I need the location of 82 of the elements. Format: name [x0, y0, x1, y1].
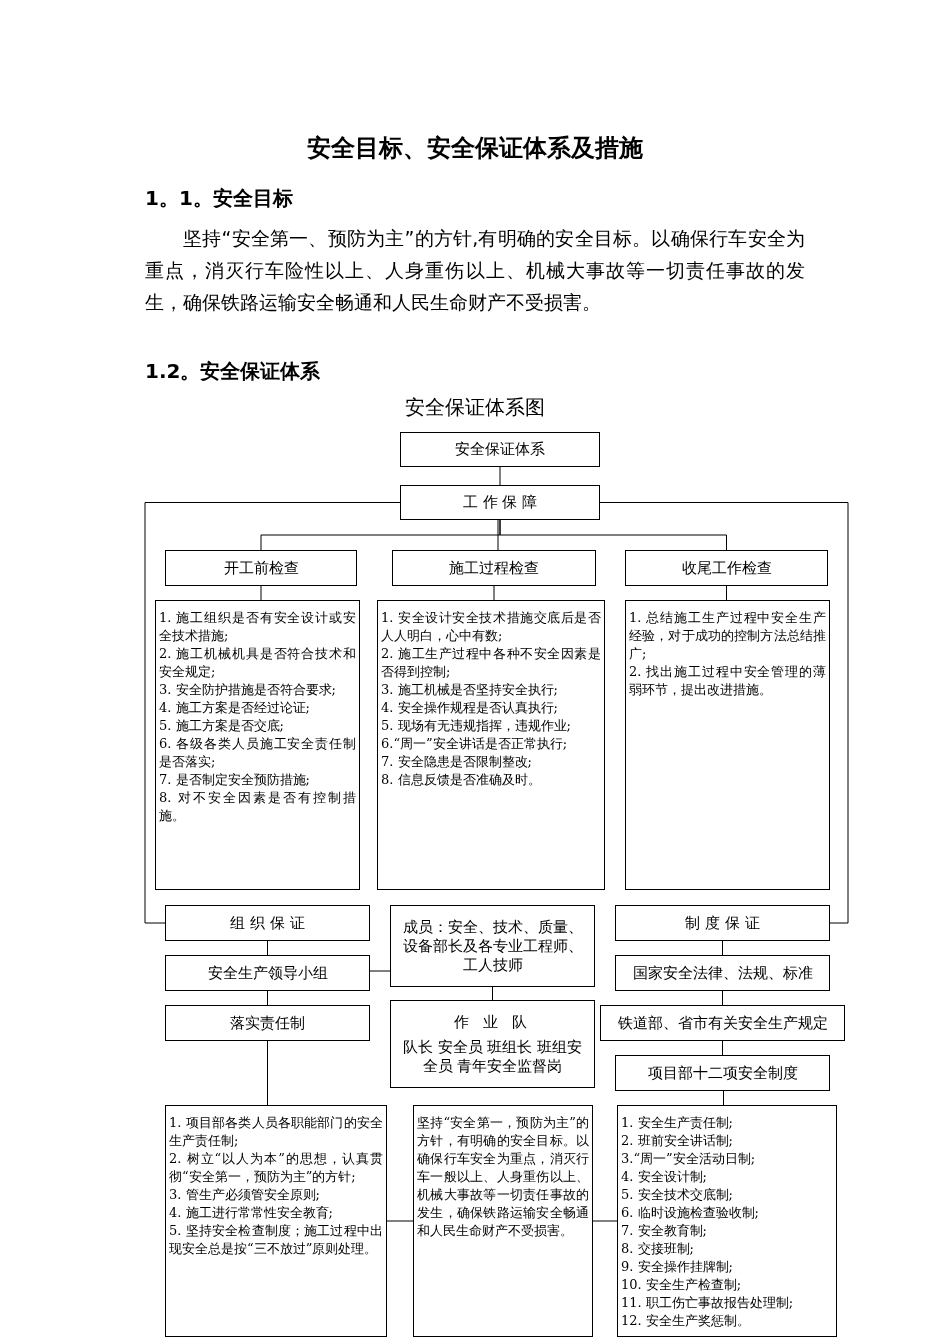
section-heading: 1。1。安全目标: [145, 185, 293, 212]
figure-caption: 安全保证体系图: [404, 394, 546, 421]
list-item: 4. 施工方案是否经过论证;: [159, 699, 311, 717]
list-item: 3. 管生产必须管安全原则;: [169, 1186, 321, 1204]
member-text: 队长 安全员 班组长 班组安全员 青年安全监督岗: [401, 1037, 584, 1076]
body-text: 坚持“安全第一，预防为主”的方针，有明确的安全目标。以确保行车安全为重点，消灭行车一般以上、人身重伤以上、机械大事故等一切责任事故的发生，确保铁路运输安全畅通和人民生命财产不受损害。: [417, 1114, 589, 1240]
connector-line: [599, 502, 849, 924]
list-item: 6.“周一”安全讲话是否正常执行;: [381, 735, 569, 753]
process-box: 安全生产领导小组: [165, 955, 370, 991]
list-item: 8. 交接班制;: [621, 1240, 695, 1258]
list-box: [625, 600, 830, 890]
list-item: 12. 安全生产奖惩制。: [621, 1312, 751, 1330]
list-item: 2. 班前安全讲话制;: [621, 1132, 734, 1150]
list-item: 7. 是否制定安全预防措施;: [159, 771, 311, 789]
list-box: [155, 600, 360, 890]
group-heading: 作 业 队: [453, 1012, 531, 1032]
connector-line: [493, 585, 495, 601]
list-item: 5. 现场有无违规指挥，违规作业;: [381, 717, 572, 735]
list-item: 2. 找出施工过程中安全管理的薄弱环节，提出改进措施。: [629, 663, 826, 699]
process-box: 收尾工作检查: [625, 550, 828, 586]
connector-line: [267, 940, 268, 956]
list-box: [377, 600, 605, 890]
group-box: [390, 1000, 595, 1088]
list-item: 1. 施工组织是否有安全设计或安全技术措施;: [159, 609, 356, 645]
list-item: 2. 施工生产过程中各种不安全因素是否得到控制;: [381, 645, 601, 681]
list-item: 1. 总结施工生产过程中安全生产经验，对于成功的控制方法总结推广;: [629, 609, 826, 663]
process-box: 组 织 保 证: [165, 905, 370, 941]
connector-line: [723, 1090, 724, 1106]
process-box: 成员：安全、技术、质量、设备部长及各专业工程师、工人技师: [390, 905, 595, 987]
connector-line: [722, 940, 723, 956]
list-item: 6. 各级各类人员施工安全责任制是否落实;: [159, 735, 356, 771]
list-item: 5. 安全技术交底制;: [621, 1186, 734, 1204]
list-item: 5. 施工方案是否交底;: [159, 717, 285, 735]
process-box: 施工过程检查: [392, 550, 596, 586]
connector-line: [144, 502, 401, 924]
connector-line: [499, 519, 727, 551]
connector-line: [492, 986, 493, 1001]
list-item: 3. 安全防护措施是否符合要求;: [159, 681, 337, 699]
list-item: 5. 坚持安全检查制度；施工过程中出现安全总是按“三不放过”原则处理。: [169, 1222, 383, 1258]
connector-line: [497, 519, 499, 551]
list-item: 1. 项目部各类人员各职能部门的安全生产责任制;: [169, 1114, 383, 1150]
list-item: 8. 信息反馈是否准确及时。: [381, 771, 542, 789]
process-box: 落实责任制: [165, 1005, 370, 1041]
list-box: [413, 1105, 593, 1337]
list-item: 9. 安全操作挂牌制;: [621, 1258, 734, 1276]
page-title: 安全目标、安全保证体系及措施: [306, 133, 644, 164]
process-box: 安全保证体系: [400, 432, 600, 467]
list-item: 4. 施工进行常常性安全教育;: [169, 1204, 334, 1222]
connector-line: [267, 990, 268, 1006]
list-item: 1. 安全设计安全技术措施交底后是否人人明白，心中有数;: [381, 609, 601, 645]
list-item: 7. 安全隐患是否限制整改;: [381, 753, 533, 771]
process-box: 铁道部、省市有关安全生产规定: [600, 1005, 845, 1041]
connector-line: [722, 1040, 723, 1056]
section-heading: 1.2。安全保证体系: [145, 358, 321, 385]
list-item: 2. 施工机械机具是否符合技术和安全规定;: [159, 645, 356, 681]
list-item: 4. 安全设计制;: [621, 1168, 708, 1186]
process-box: 工 作 保 障: [400, 485, 600, 520]
list-item: 3. 施工机械是否坚持安全执行;: [381, 681, 559, 699]
connector-line: [726, 585, 727, 601]
body-paragraph: 坚持“安全第一、预防为主”的方针,有明确的安全目标。以确保行车安全为重点，消灭行车险性以上、人身重伤以上、机械大事故等一切责任事故的发生，确保铁路运输安全畅通和人民生命财产不受损害。: [145, 226, 805, 315]
list-box: [617, 1105, 837, 1337]
list-item: 2. 树立“以人为本”的思想，认真贯彻“安全第一，预防为主”的方针;: [169, 1150, 383, 1186]
list-item: 1. 安全生产责任制;: [621, 1114, 734, 1132]
connector-line: [592, 1220, 618, 1222]
process-box: 开工前检查: [165, 550, 357, 586]
list-item: 11. 职工伤亡事故报告处理制;: [621, 1294, 795, 1312]
list-item: 8. 对不安全因素是否有控制措施。: [159, 789, 356, 825]
connector-line: [369, 970, 391, 972]
list-item: 7. 安全教育制;: [621, 1222, 708, 1240]
list-item: 4. 安全操作规程是否认真执行;: [381, 699, 559, 717]
list-box: [165, 1105, 387, 1337]
connector-line: [386, 1220, 414, 1222]
connector-line: [267, 1040, 268, 1106]
list-item: 10. 安全生产检查制;: [621, 1276, 743, 1294]
process-box: 制 度 保 证: [615, 905, 830, 941]
list-item: 3.“周一”安全活动日制;: [621, 1150, 757, 1168]
list-item: 6. 临时设施检查验收制;: [621, 1204, 760, 1222]
connector-line: [722, 990, 723, 1006]
connector-line: [260, 585, 262, 601]
connector-line: [499, 466, 501, 486]
process-box: 国家安全法律、法规、标准: [615, 955, 830, 991]
process-box: 项目部十二项安全制度: [615, 1055, 830, 1091]
